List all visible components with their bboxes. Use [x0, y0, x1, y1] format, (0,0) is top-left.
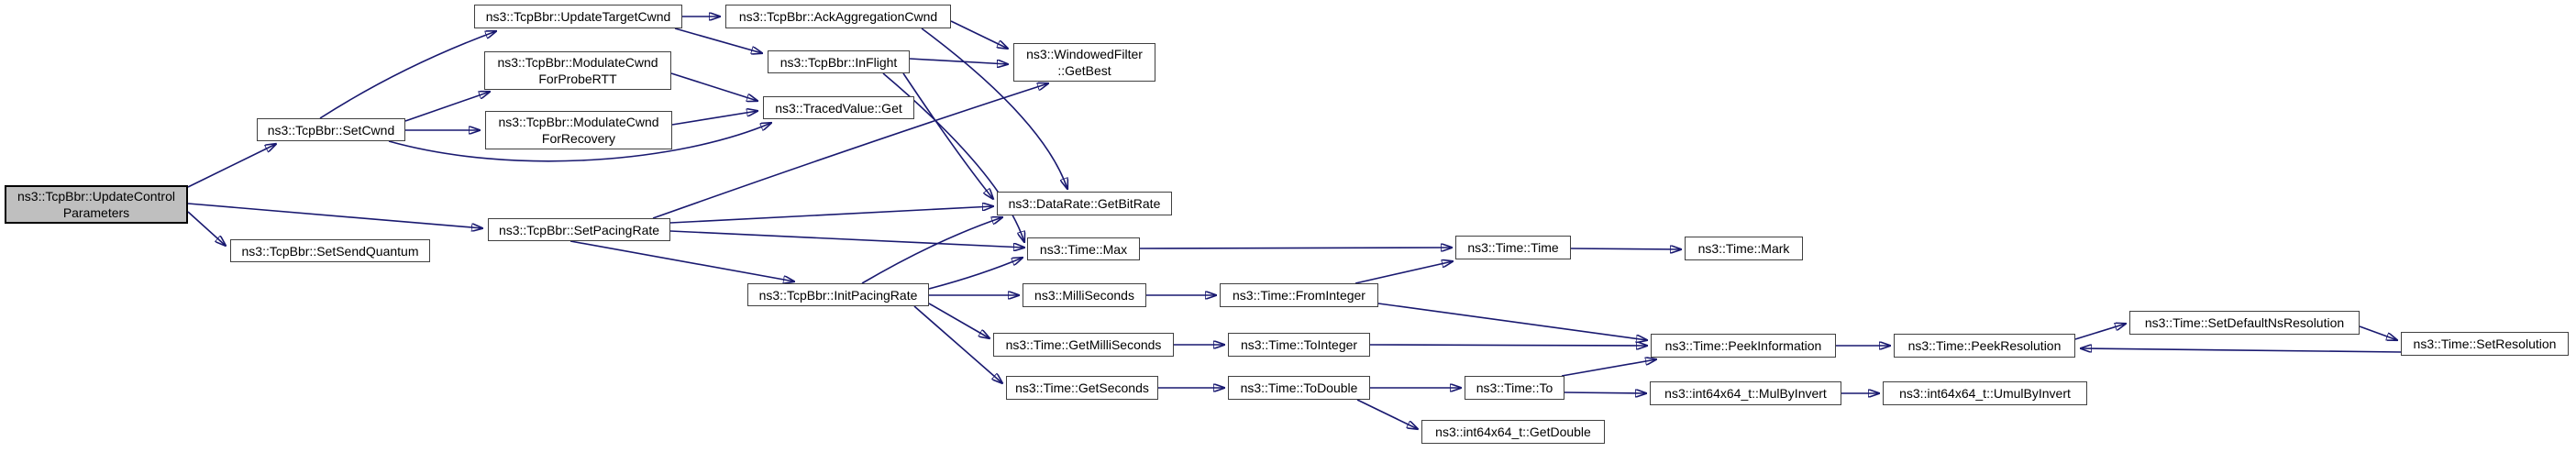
node-init-pacing-rate[interactable]: ns3::TcpBbr::InitPacingRate	[747, 283, 929, 306]
node-update-target-cwnd[interactable]: ns3::TcpBbr::UpdateTargetCwnd	[474, 5, 682, 28]
node-in-flight[interactable]: ns3::TcpBbr::InFlight	[768, 50, 910, 73]
edge-time-set-resolution--time-peek-resolution	[2081, 348, 2402, 353]
node-label: ns3::Time::PeekResolution	[1907, 338, 2062, 353]
node-label: ns3::TcpBbr::SetCwnd	[267, 122, 395, 138]
edge-time-to--int64x64-mul-by-invert	[1564, 392, 1646, 393]
edge-time-peek-resolution--time-set-default-ns-resolution	[2074, 324, 2126, 340]
node-label: ns3::Time::To	[1476, 380, 1553, 395]
edge-update-target-cwnd--in-flight	[674, 28, 762, 53]
node-label: Parameters	[62, 205, 130, 220]
edge-time-to-double--int64x64-get-double	[1356, 399, 1418, 429]
edge-ack-aggregation-cwnd--data-rate-get-bit-rate	[921, 28, 1067, 189]
edge-init-pacing-rate--data-rate-get-bit-rate	[861, 217, 1002, 284]
node-label: ns3::Time::Mark	[1697, 241, 1790, 256]
node-time-to-integer[interactable]: ns3::Time::ToInteger	[1228, 333, 1370, 357]
node-time-set-resolution[interactable]: ns3::Time::SetResolution	[2401, 332, 2569, 356]
node-set-pacing-rate[interactable]: ns3::TcpBbr::SetPacingRate	[488, 218, 670, 241]
edge-set-cwnd--update-target-cwnd	[319, 31, 496, 119]
edge-time-time--time-mark	[1570, 248, 1681, 249]
edge-set-pacing-rate--init-pacing-rate	[569, 240, 794, 281]
edge-update-control-parameters--set-send-quantum	[187, 211, 226, 246]
node-label: ns3::DataRate::GetBitRate	[1008, 196, 1161, 211]
edge-in-flight--data-rate-get-bit-rate	[902, 72, 993, 199]
node-label: ::GetBest	[1057, 63, 1111, 78]
node-label: ns3::Time::GetMilliSeconds	[1005, 337, 1162, 352]
node-label: ns3::TcpBbr::AckAggregationCwnd	[738, 9, 938, 24]
edge-in-flight--windowed-filter-get-best	[909, 58, 1008, 64]
edge-time-from-integer--time-time	[1354, 261, 1453, 284]
node-label: ns3::TcpBbr::SetSendQuantum	[241, 243, 419, 259]
node-milliseconds[interactable]: ns3::MilliSeconds	[1023, 283, 1146, 307]
node-label: ns3::Time::ToInteger	[1240, 337, 1358, 352]
node-label: ns3::Time::PeekInformation	[1664, 338, 1822, 353]
node-time-time[interactable]: ns3::Time::Time	[1455, 236, 1571, 259]
node-label: ForRecovery	[541, 131, 616, 146]
node-set-send-quantum[interactable]: ns3::TcpBbr::SetSendQuantum	[230, 239, 430, 262]
edge-ack-aggregation-cwnd--windowed-filter-get-best	[950, 20, 1008, 49]
node-data-rate-get-bit-rate[interactable]: ns3::DataRate::GetBitRate	[997, 192, 1172, 215]
node-time-get-milliseconds[interactable]: ns3::Time::GetMilliSeconds	[993, 333, 1174, 357]
node-time-peek-information[interactable]: ns3::Time::PeekInformation	[1651, 334, 1836, 358]
edge-init-pacing-rate--time-get-milliseconds	[928, 303, 989, 338]
node-time-to-double[interactable]: ns3::Time::ToDouble	[1228, 376, 1370, 400]
edge-set-pacing-rate--windowed-filter-get-best	[652, 83, 1048, 219]
node-label: ns3::Time::Time	[1467, 240, 1559, 255]
node-time-get-seconds[interactable]: ns3::Time::GetSeconds	[1006, 376, 1158, 400]
node-time-peek-resolution[interactable]: ns3::Time::PeekResolution	[1894, 334, 2075, 358]
node-label: ns3::int64x64_t::UmulByInvert	[1899, 386, 2071, 401]
edge-time-to--time-peek-information	[1561, 359, 1656, 377]
node-time-from-integer[interactable]: ns3::Time::FromInteger	[1220, 283, 1378, 307]
node-label: ns3::TcpBbr::ModulateCwnd	[497, 55, 658, 70]
node-int64x64-umul-by-invert[interactable]: ns3::int64x64_t::UmulByInvert	[1883, 381, 2087, 405]
node-time-set-default-ns-resolution[interactable]: ns3::Time::SetDefaultNsResolution	[2129, 311, 2360, 335]
node-label: ns3::TcpBbr::UpdateTargetCwnd	[485, 9, 671, 24]
edge-time-from-integer--time-peek-information	[1377, 303, 1647, 340]
node-int64x64-get-double[interactable]: ns3::int64x64_t::GetDouble	[1421, 420, 1605, 444]
edge-time-to-integer--time-peek-information	[1369, 345, 1647, 346]
edge-update-control-parameters--set-cwnd	[187, 144, 276, 188]
node-label: ns3::int64x64_t::MulByInvert	[1664, 386, 1827, 401]
edge-init-pacing-rate--time-max	[928, 258, 1023, 290]
edge-update-control-parameters--set-pacing-rate	[187, 203, 482, 228]
node-time-to[interactable]: ns3::Time::To	[1465, 376, 1564, 400]
node-int64x64-mul-by-invert[interactable]: ns3::int64x64_t::MulByInvert	[1650, 381, 1841, 405]
node-label: ns3::TcpBbr::InitPacingRate	[758, 287, 918, 303]
node-ack-aggregation-cwnd[interactable]: ns3::TcpBbr::AckAggregationCwnd	[725, 5, 951, 28]
node-label: ns3::Time::ToDouble	[1240, 380, 1358, 395]
edge-set-cwnd--modulate-cwnd-for-probe-rtt	[404, 92, 490, 122]
edge-modulate-cwnd-for-probe-rtt--traced-value-get	[670, 72, 757, 101]
node-label: ns3::TcpBbr::ModulateCwnd	[498, 115, 659, 129]
edge-time-set-default-ns-resolution--time-set-resolution	[2359, 325, 2397, 340]
node-set-cwnd[interactable]: ns3::TcpBbr::SetCwnd	[257, 118, 405, 141]
node-time-max[interactable]: ns3::Time::Max	[1027, 237, 1140, 260]
node-label: ForProbeRTT	[538, 72, 617, 86]
edge-set-pacing-rate--time-max	[669, 230, 1024, 248]
node-time-mark[interactable]: ns3::Time::Mark	[1685, 237, 1803, 260]
edge-init-pacing-rate--time-get-seconds	[913, 305, 1002, 383]
node-label: ns3::TracedValue::Get	[775, 100, 902, 116]
node-label: ns3::int64x64_t::GetDouble	[1435, 424, 1591, 439]
node-label: ns3::Time::FromInteger	[1233, 288, 1365, 303]
node-windowed-filter-get-best[interactable]: ns3::WindowedFilter::GetBest	[1013, 43, 1155, 82]
edge-set-cwnd--traced-value-get	[388, 123, 771, 162]
edge-modulate-cwnd-for-recovery--traced-value-get	[671, 111, 757, 126]
node-label: ns3::TcpBbr::SetPacingRate	[498, 222, 660, 237]
node-label: ns3::Time::Max	[1039, 241, 1128, 257]
node-label: ns3::TcpBbr::InFlight	[779, 54, 898, 70]
node-label: ns3::Time::SetResolution	[2413, 336, 2557, 351]
node-label: ns3::Time::GetSeconds	[1015, 380, 1149, 395]
node-label: ns3::Time::SetDefaultNsResolution	[2144, 315, 2345, 330]
node-label: ns3::MilliSeconds	[1034, 288, 1134, 303]
edge-set-pacing-rate--data-rate-get-bit-rate	[669, 206, 993, 224]
node-label: ns3::TcpBbr::UpdateControl	[17, 189, 175, 204]
node-label: ns3::WindowedFilter	[1026, 47, 1143, 61]
node-traced-value-get[interactable]: ns3::TracedValue::Get	[763, 96, 914, 119]
